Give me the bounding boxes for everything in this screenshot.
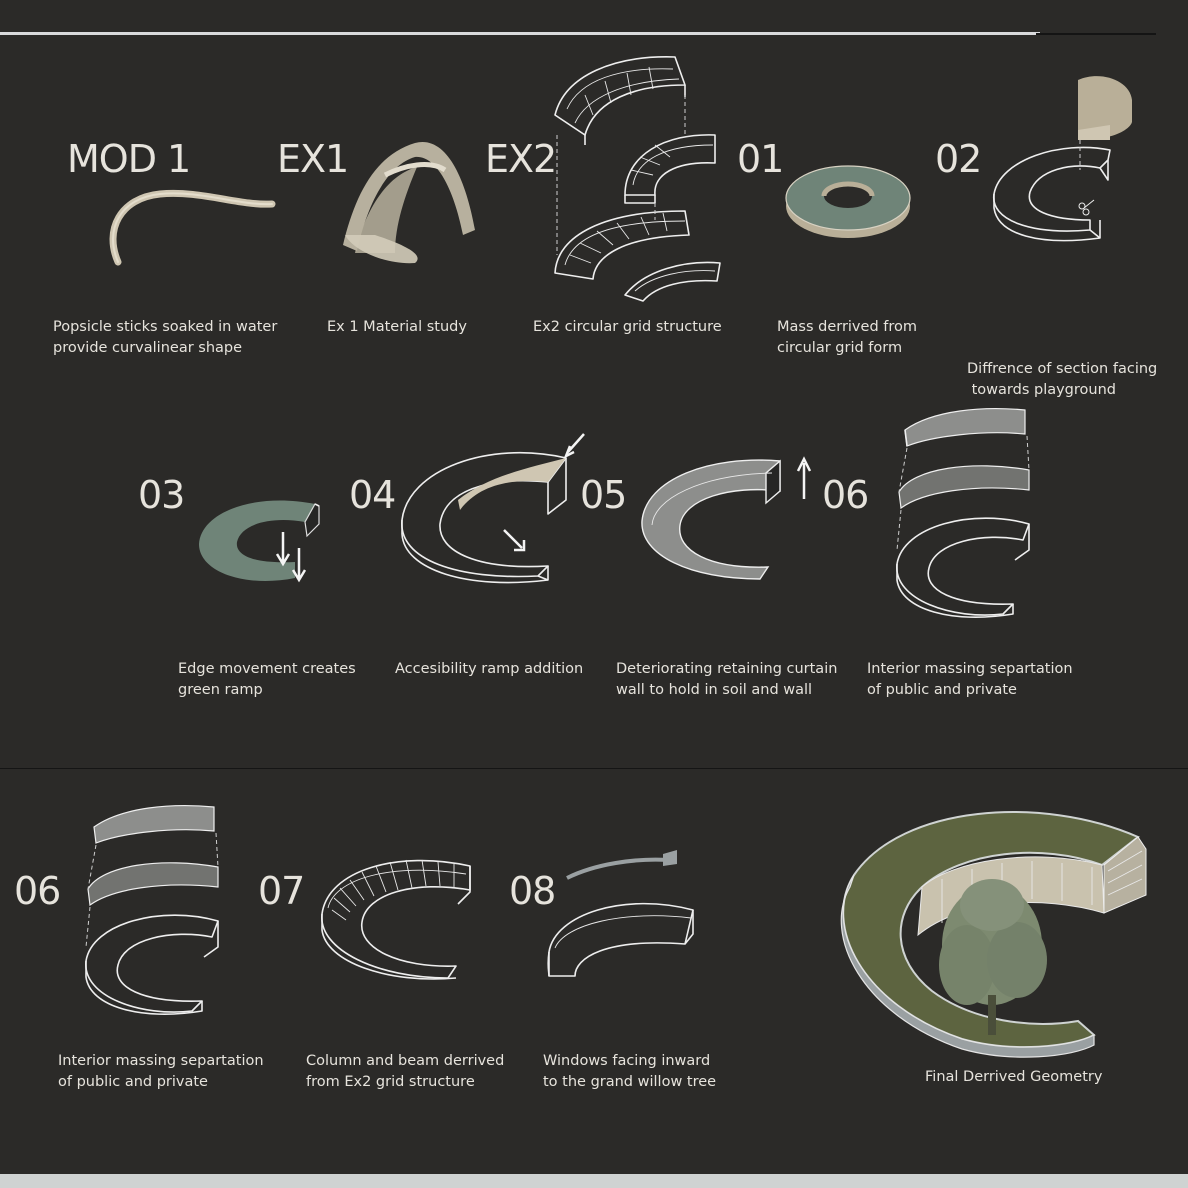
step-05-curtain-wall xyxy=(641,456,812,580)
step-04-ramp-ring xyxy=(401,433,585,584)
label-mod1: MOD 1 xyxy=(67,137,191,181)
step-06-massing-top xyxy=(896,408,1030,618)
final-geometry xyxy=(840,811,1147,1058)
step-08-windows xyxy=(547,850,694,977)
popsicle-stick-model xyxy=(109,189,276,266)
caption-step-04: Accesibility ramp addition xyxy=(395,661,584,677)
label-ex2: EX2 xyxy=(485,137,557,181)
label-step-06-top: 06 xyxy=(822,473,869,517)
ex1-material-study xyxy=(343,141,475,264)
label-step-05: 05 xyxy=(580,473,627,517)
label-step-01: 01 xyxy=(737,137,784,181)
arrow-icon xyxy=(275,532,307,583)
caption-ex1: Ex 1 Material study xyxy=(327,319,467,335)
top-rule-accent xyxy=(1036,33,1156,35)
caption-final: Final Derrived Geometry xyxy=(925,1069,1103,1085)
caption-ex2: Ex2 circular grid structure xyxy=(533,319,722,335)
section-divider xyxy=(0,768,1188,769)
step-02-cut-ring xyxy=(993,76,1132,242)
label-step-02: 02 xyxy=(935,137,982,181)
label-ex1: EX1 xyxy=(277,137,349,181)
top-rule xyxy=(0,32,1040,35)
step-03-green-ramp xyxy=(199,500,320,583)
label-step-08: 08 xyxy=(509,869,556,913)
label-step-03: 03 xyxy=(138,473,185,517)
arrow-icon xyxy=(796,456,812,499)
label-step-04: 04 xyxy=(349,473,396,517)
bottom-bar xyxy=(0,1174,1188,1188)
scissors-icon xyxy=(1078,199,1095,216)
label-step-06-bottom: 06 xyxy=(14,869,61,913)
step-07-column-beam xyxy=(321,859,471,980)
arrow-icon xyxy=(503,433,585,552)
step-06-massing-bottom xyxy=(85,805,219,1015)
willow-tree-icon xyxy=(939,879,1047,1035)
caption-step-02: Diffrence of section facing towards play… xyxy=(967,361,1158,398)
label-step-07: 07 xyxy=(258,869,305,913)
step-01-ring-mass xyxy=(785,165,911,238)
ex2-grid-structure xyxy=(554,56,721,302)
